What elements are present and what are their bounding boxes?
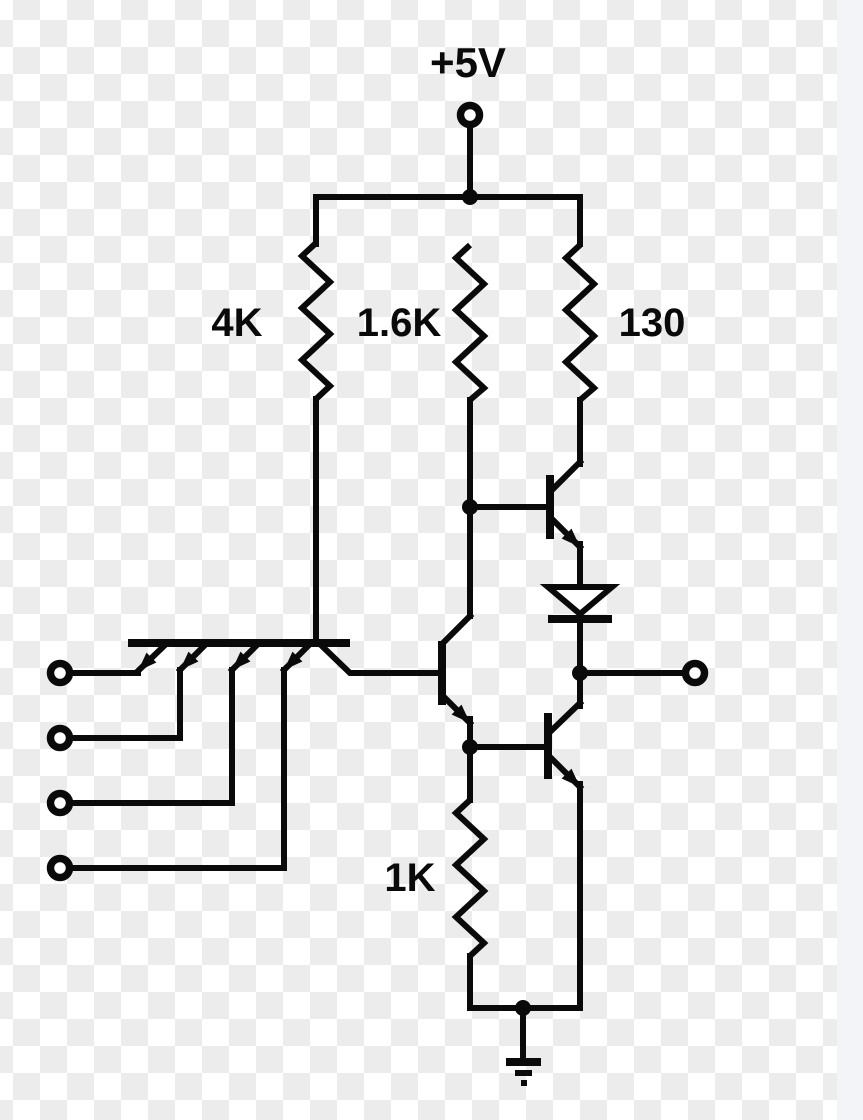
q4-emitter-arrow-icon: [561, 768, 580, 787]
vcc-supply: +5V: [313, 39, 583, 247]
resistor-1k6: 1.6K: [357, 242, 489, 619]
input-terminal-4: [46, 854, 74, 882]
resistor-4k-label: 4K: [211, 301, 262, 345]
transistor-q2-phase-splitter: [438, 611, 475, 750]
diode-triangle: [539, 584, 621, 618]
output-node: [572, 659, 709, 687]
q2-collector-wire: [439, 611, 475, 647]
resistor-4k-zigzag: [297, 240, 335, 402]
input-terminal-2: [46, 724, 74, 752]
vcc-terminal: [456, 101, 484, 129]
diode: [539, 584, 621, 709]
page-gutter: [837, 0, 863, 1120]
q4-collector-wire: [547, 698, 585, 735]
junction-dot: [462, 189, 478, 205]
resistor-1k: 1K: [384, 744, 489, 1011]
resistor-130-zigzag: [561, 242, 599, 403]
q1-emitter4-arrow-icon: [284, 651, 303, 670]
input-3-wire: [70, 667, 235, 806]
ground-symbol: [467, 1000, 583, 1086]
resistor-1k-label: 1K: [384, 856, 435, 900]
input-terminals: [46, 659, 287, 882]
transistor-q3-upper-output: [462, 457, 585, 588]
resistor-130-label: 130: [619, 301, 686, 345]
input-2-wire: [70, 667, 183, 741]
resistor-1k-zigzag: [451, 797, 489, 959]
q3-emitter-arrow-icon: [561, 528, 580, 547]
q2-emitter-arrow-icon: [451, 704, 470, 723]
q1-emitter3-arrow-icon: [232, 651, 251, 670]
resistor-1k6-label: 1.6K: [357, 301, 442, 345]
q3-collector-wire: [549, 457, 585, 493]
input-terminal-3: [46, 789, 74, 817]
supply-label: +5V: [430, 39, 506, 86]
input-4-wire: [70, 667, 287, 871]
q1-emitter2-arrow-icon: [180, 651, 199, 670]
transistor-q1-multi-emitter: [128, 639, 443, 676]
top-rail-wire: [313, 194, 583, 247]
resistor-4k: 4K: [211, 240, 335, 644]
resistor-1k6-zigzag: [451, 242, 489, 403]
input-terminal-1: [46, 659, 74, 687]
output-terminal: [681, 659, 709, 687]
q1-collector-wire: [317, 641, 443, 676]
transistor-q4-lower-output: [462, 698, 585, 1011]
resistor-130: 130: [561, 242, 686, 467]
q1-emitter1-arrow-icon: [138, 652, 157, 671]
